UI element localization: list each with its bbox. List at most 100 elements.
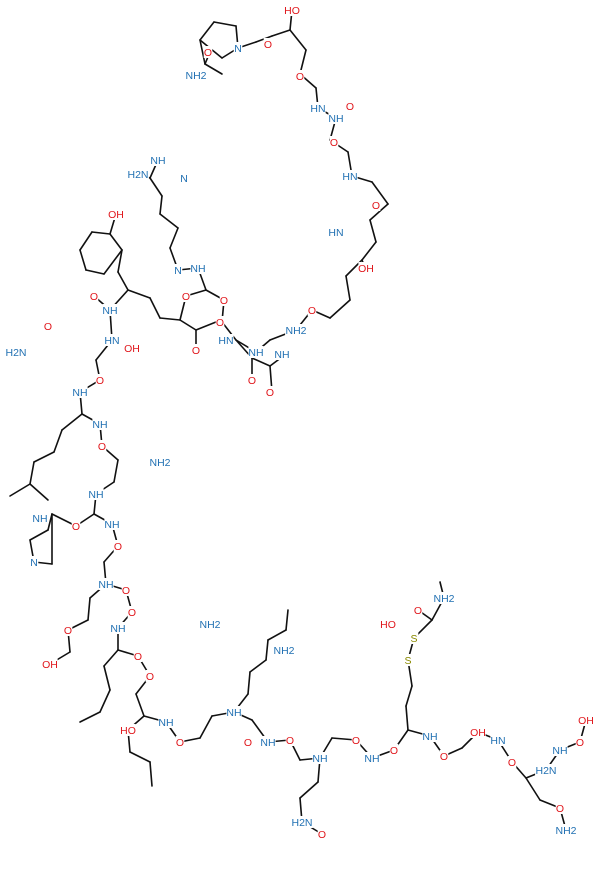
- atom-label-backdrop: [63, 624, 73, 636]
- atom-label: OH: [42, 659, 58, 671]
- atom-label: NH: [248, 347, 263, 359]
- atom-label-backdrop: [295, 70, 305, 82]
- atom-label-backdrop: [88, 488, 104, 500]
- atom-label-backdrop: [535, 764, 557, 776]
- atom-label-backdrop: [273, 644, 295, 656]
- atom-label: O: [244, 737, 252, 749]
- bond-line: [247, 671, 251, 695]
- atom-label-backdrop: [191, 344, 201, 356]
- atom-label-backdrop: [120, 724, 136, 736]
- atom-label-backdrop: [110, 622, 126, 634]
- atom-label: HN: [490, 735, 505, 747]
- atom-label-backdrop: [175, 736, 185, 748]
- atom-label-backdrop: [312, 752, 328, 764]
- atom-label: H2N: [535, 765, 556, 777]
- atom-label-backdrop: [490, 734, 506, 746]
- atom-label-backdrop: [113, 540, 123, 552]
- bond-line: [199, 21, 215, 41]
- atom-label-backdrop: [342, 170, 358, 182]
- atom-label: N: [30, 557, 38, 569]
- atom-label: NH: [92, 419, 107, 431]
- atom-label-backdrop: [345, 100, 355, 112]
- bond-line: [345, 275, 351, 301]
- atom-label-backdrop: [409, 632, 419, 644]
- bond-line: [525, 777, 541, 801]
- atom-label: HO: [120, 725, 136, 737]
- bond-line: [361, 241, 377, 261]
- atom-label-backdrop: [380, 618, 396, 630]
- atom-label-backdrop: [150, 154, 166, 166]
- bond-line: [149, 177, 163, 197]
- atom-label: N: [180, 173, 188, 185]
- bond-line: [329, 299, 351, 319]
- atom-label: NH: [422, 731, 437, 743]
- atom-label: HN: [328, 227, 343, 239]
- atom-label: NH: [328, 113, 343, 125]
- atom-label: O: [286, 735, 294, 747]
- atom-label-backdrop: [578, 714, 594, 726]
- atom-label: HN: [218, 335, 233, 347]
- bond-line: [103, 249, 123, 275]
- atom-label: OH: [358, 263, 374, 275]
- atom-label-backdrop: [555, 824, 577, 836]
- atom-label-backdrop: [403, 654, 413, 666]
- atom-label-backdrop: [127, 168, 149, 180]
- atom-label-backdrop: [433, 592, 455, 604]
- atom-label: HN: [310, 103, 325, 115]
- atom-label: O: [72, 521, 80, 533]
- atom-label-backdrop: [243, 736, 253, 748]
- bond-line: [299, 781, 319, 799]
- atom-label-backdrop: [145, 670, 155, 682]
- atom-label: NH: [190, 263, 205, 275]
- atom-label-backdrop: [92, 418, 108, 430]
- atom-label: O: [308, 305, 316, 317]
- bond-line: [285, 609, 289, 631]
- atom-label: HO: [284, 5, 300, 17]
- bond-line: [159, 317, 181, 321]
- atom-label-backdrop: [291, 816, 313, 828]
- atom-label-backdrop: [5, 346, 27, 358]
- bond-line: [169, 227, 179, 249]
- atom-label-backdrop: [72, 386, 88, 398]
- atom-label: NH2: [199, 619, 220, 631]
- atom-label: H2N: [127, 169, 148, 181]
- atom-label: O: [352, 735, 360, 747]
- atom-label-backdrop: [32, 512, 48, 524]
- atom-label: S: [410, 633, 417, 645]
- atom-label-backdrop: [203, 46, 213, 58]
- atom-label-backdrop: [328, 226, 344, 238]
- bond-line: [267, 629, 287, 641]
- atom-label: O: [98, 441, 106, 453]
- atom-label-backdrop: [351, 734, 361, 746]
- atom-label-backdrop: [284, 4, 300, 16]
- atom-label: NH: [260, 737, 275, 749]
- atom-label: N: [174, 265, 182, 277]
- atom-label: NH: [88, 489, 103, 501]
- atom-label-backdrop: [233, 42, 243, 54]
- bond-line: [159, 213, 179, 229]
- atom-label: O: [318, 829, 326, 841]
- atom-label-backdrop: [121, 584, 131, 596]
- atom-label: O: [146, 671, 154, 683]
- atom-label: NH: [72, 387, 87, 399]
- atom-label-backdrop: [42, 658, 58, 670]
- atom-label-backdrop: [89, 290, 99, 302]
- atom-label-backdrop: [364, 752, 380, 764]
- atom-label: NH: [158, 717, 173, 729]
- atom-label-backdrop: [555, 802, 565, 814]
- atom-label: O: [216, 317, 224, 329]
- atom-label-backdrop: [247, 374, 257, 386]
- atom-label-backdrop: [219, 294, 229, 306]
- atom-label: OH: [470, 727, 486, 739]
- bond-line: [204, 63, 223, 75]
- atom-label-backdrop: [190, 262, 206, 274]
- atom-label: H2N: [5, 347, 26, 359]
- atom-label-backdrop: [307, 304, 317, 316]
- bond-line: [113, 459, 119, 483]
- atom-label: O: [330, 137, 338, 149]
- atom-label: O: [372, 200, 380, 212]
- atom-label: O: [122, 585, 130, 597]
- atom-label: S: [404, 655, 411, 667]
- atom-label: NH: [552, 745, 567, 757]
